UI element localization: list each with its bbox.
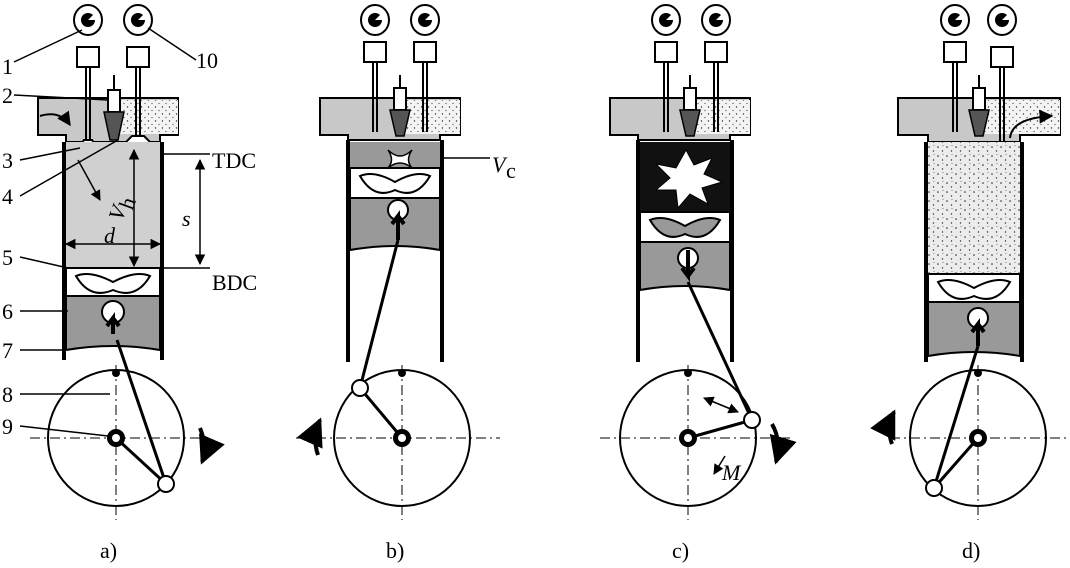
bore-label: d: [104, 223, 116, 248]
piston: [65, 267, 161, 352]
cylinder: [636, 140, 734, 362]
intake-cam: [360, 4, 390, 132]
clearance-volume-label: V: [492, 152, 508, 177]
part-label-2: 2: [2, 83, 13, 108]
part-label-5: 5: [2, 245, 13, 270]
spark-plug: [389, 75, 411, 137]
caption-b: b): [386, 538, 404, 563]
stroke-label: s: [182, 206, 191, 231]
panel-c-power: M c): [600, 4, 797, 563]
part-label-10: 10: [196, 48, 218, 73]
caption-a: a): [100, 538, 117, 563]
exhaust-cam: [410, 4, 440, 132]
leader-lines: [13, 27, 197, 437]
cylinder: [924, 142, 1024, 362]
dimensions: [64, 148, 210, 269]
clearance-volume-subscript: c: [506, 158, 516, 183]
part-label-6: 6: [2, 299, 13, 324]
spark-plug: [968, 75, 990, 137]
cylinder: [346, 140, 490, 362]
part-label-4: 4: [2, 184, 13, 209]
tdc-label: TDC: [212, 148, 256, 173]
crankshaft: [296, 239, 500, 520]
cylinder-head: [319, 97, 461, 141]
part-label-9: 9: [2, 414, 13, 439]
part-label-8: 8: [2, 382, 13, 407]
part-label-7: 7: [2, 338, 13, 363]
crankshaft: [870, 345, 1066, 520]
spark-plug: [679, 75, 701, 137]
intake-cam: [940, 4, 970, 132]
intake-cam: [651, 4, 681, 132]
panel-a-intake: 1 2 3 4 5 6 7 8 9 10 TDC BDC s d V h a): [2, 4, 257, 563]
bdc-label: BDC: [212, 270, 257, 295]
crankshaft: [600, 281, 797, 520]
torque-label: M: [721, 460, 742, 485]
combustion-flash: [654, 148, 724, 210]
part-label-1: 1: [2, 54, 13, 79]
crankshaft: [30, 339, 225, 520]
piston: [639, 211, 731, 292]
caption-d: d): [962, 538, 980, 563]
piston: [927, 273, 1021, 358]
panel-b-compression: V c b): [296, 4, 516, 563]
exhaust-cam: [121, 4, 155, 145]
part-number-labels: 1 2 3 4 5 6 7 8 9 10 TDC BDC s d V h: [2, 48, 257, 439]
cylinder-head: [609, 97, 751, 141]
piston: [349, 167, 441, 252]
exhaust-cam: [701, 4, 731, 132]
caption-c: c): [672, 538, 689, 563]
panel-d-exhaust: d): [870, 4, 1066, 563]
part-label-3: 3: [2, 148, 13, 173]
